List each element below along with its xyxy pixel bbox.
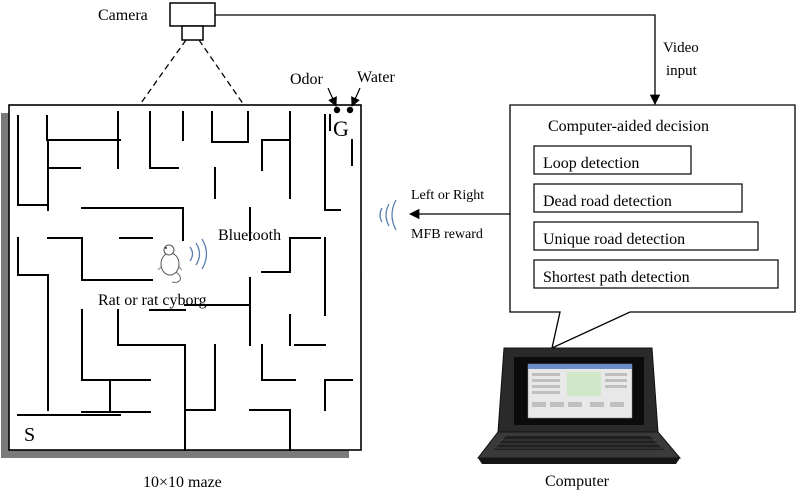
decision-item-dead-road: Dead road detection — [533, 183, 743, 213]
mfb-reward-label: MFB reward — [411, 227, 483, 242]
start-label: S — [24, 424, 35, 446]
rat-label: Rat or rat cyborg — [98, 292, 207, 309]
camera-icon — [169, 2, 216, 41]
decision-item-label: Loop detection — [543, 155, 639, 172]
odor-dot — [333, 106, 341, 114]
camera-label: Camera — [98, 7, 148, 24]
goal-label: G — [333, 116, 349, 141]
computer-caption: Computer — [545, 473, 610, 490]
bluetooth-label: Bluetooth — [218, 227, 281, 244]
decision-item-label: Shortest path detection — [543, 269, 690, 286]
decision-item-label: Dead road detection — [543, 193, 672, 210]
laptop-icon — [476, 347, 682, 464]
decision-item-loop: Loop detection — [533, 145, 692, 175]
maze-caption: 10×10 maze — [143, 474, 222, 491]
water-label: Water — [357, 69, 395, 86]
odor-arrow — [327, 87, 337, 107]
water-arrow — [351, 87, 361, 107]
rat-icon — [157, 244, 183, 283]
bluetooth-waves-icon — [189, 238, 208, 270]
wireless-waves-icon — [379, 199, 397, 231]
decision-item-label: Unique road detection — [543, 231, 685, 248]
video-input-label-2: input — [666, 63, 698, 79]
decision-title: Computer-aided decision — [548, 118, 709, 135]
left-right-label: Left or Right — [411, 188, 484, 203]
decision-item-shortest-path: Shortest path detection — [533, 259, 779, 289]
odor-label: Odor — [290, 71, 324, 88]
decision-item-unique-road: Unique road detection — [533, 221, 759, 251]
water-dot — [346, 106, 354, 114]
video-input-label-1: Video — [663, 40, 699, 56]
maze-walls — [17, 111, 353, 451]
video-input-arrow — [215, 14, 661, 106]
maze — [1, 104, 362, 458]
